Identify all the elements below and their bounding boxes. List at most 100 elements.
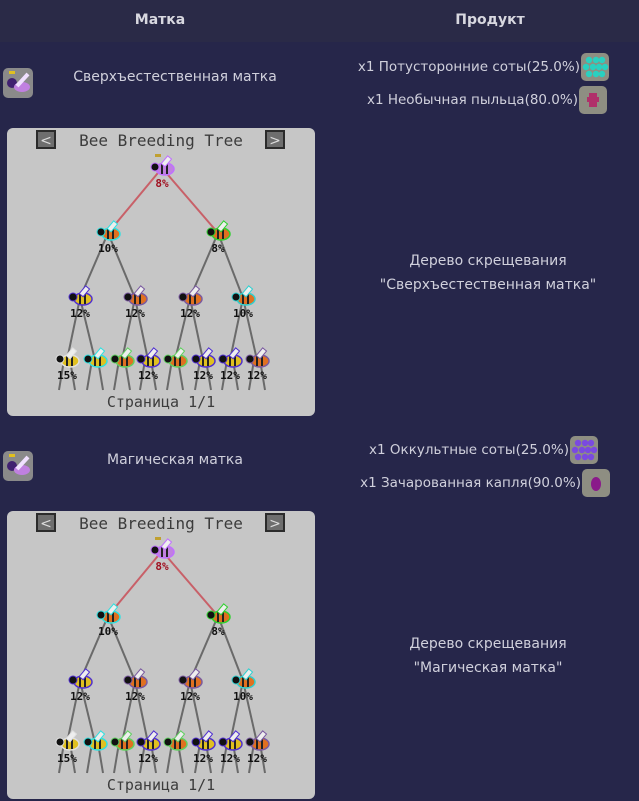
bee-node-icon[interactable] (150, 154, 175, 176)
tree-edge (161, 167, 219, 234)
breeding-tree-graph: 8%10%8%12%12%12%10%15%12%12%12%12% (55, 154, 270, 391)
bee-node-icon[interactable] (96, 220, 121, 241)
bee-node-icon[interactable] (136, 730, 161, 751)
bee-chance-label: 12% (180, 690, 200, 703)
tree-edge (229, 680, 244, 744)
page-indicator: Страница 1/1 (106, 393, 216, 411)
bee-node-icon[interactable] (218, 730, 243, 751)
bee-chance-label: 12% (193, 369, 213, 382)
bee-chance-label: 10% (98, 625, 118, 638)
bee-chance-label: 12% (220, 752, 240, 765)
bee-node-icon[interactable] (68, 285, 93, 306)
tree-description-line1: Дерево скрещевания (409, 636, 567, 652)
bee-node-icon[interactable] (123, 668, 148, 689)
bee-node-icon[interactable] (136, 347, 161, 368)
table-header: Матка Продукт (0, 0, 639, 42)
tree-edge (107, 615, 136, 682)
bee-node-icon[interactable] (206, 603, 231, 624)
bee-chance-label: 12% (220, 369, 240, 382)
bee-chance-label: 12% (138, 752, 158, 765)
tree-edge (134, 297, 149, 361)
bee-node-icon[interactable] (163, 730, 188, 751)
pollen-icon[interactable] (579, 86, 607, 114)
tree-edge (66, 297, 81, 361)
product-item: x1 Необычная пыльца(80.0%) (366, 92, 578, 108)
bee-node-icon[interactable] (83, 730, 108, 751)
breeding-tree-panel: 8%10%8%12%12%12%10%15%12%12%12%12% < Bee… (7, 128, 315, 416)
tree-edge (174, 680, 191, 744)
tree-edge (121, 680, 136, 744)
product-line: x1 Оккультные соты(25.0%) (369, 436, 598, 464)
bee-node-icon[interactable] (110, 347, 135, 368)
product-item: x1 Зачарованная капля(90.0%) (360, 475, 581, 491)
tree-edge (79, 297, 96, 361)
tree-edge (79, 680, 96, 744)
bee-node-icon[interactable] (245, 730, 270, 751)
bee-node-icon[interactable] (55, 730, 80, 751)
prev-page-button[interactable]: < (36, 130, 56, 149)
tree-title: Bee Breeding Tree (79, 131, 243, 150)
bee-chance-label: 12% (70, 307, 90, 320)
tree-edge (217, 615, 244, 682)
tree-description-line1: Дерево скрещевания (409, 253, 567, 269)
bee-chance-label: 12% (180, 307, 200, 320)
bee-chance-label: 10% (233, 307, 253, 320)
bee-chance-label: 12% (138, 369, 158, 382)
comb-icon[interactable] (581, 53, 609, 81)
bee-node-icon[interactable] (191, 730, 216, 751)
bee-node-icon[interactable] (231, 668, 256, 689)
bee-node-icon[interactable] (191, 347, 216, 368)
tree-edge (107, 167, 163, 234)
bee-chance-label: 12% (70, 690, 90, 703)
tree-edge (242, 297, 258, 361)
bee-chance-label: 15% (57, 369, 77, 382)
bee-chance-label: 8% (155, 560, 169, 573)
bee-chance-label: 12% (247, 752, 267, 765)
breeding-tree-panel: 8%10%8%12%12%12%10%15%12%12%12%12% < Bee… (7, 511, 315, 799)
product-line: x1 Потусторонние соты(25.0%) (358, 53, 609, 81)
tree-edge (161, 550, 219, 617)
queen-icon[interactable] (3, 68, 33, 98)
bee-node-icon[interactable] (110, 730, 135, 751)
bee-node-icon[interactable] (96, 603, 121, 624)
tree-edge (189, 680, 204, 744)
queen-icon[interactable] (3, 451, 33, 481)
bee-node-icon[interactable] (206, 220, 231, 241)
tree-edge (189, 297, 204, 361)
bee-chance-label: 12% (193, 752, 213, 765)
header-product: Продукт (455, 12, 525, 28)
bee-node-icon[interactable] (218, 347, 243, 368)
tree-edge (217, 232, 244, 299)
bee-chance-label: 12% (125, 307, 145, 320)
prev-page-button[interactable]: < (36, 513, 56, 532)
bee-node-icon[interactable] (83, 347, 108, 368)
queen-name[interactable]: Магическая матка (107, 452, 243, 468)
bee-node-icon[interactable] (123, 285, 148, 306)
bee-node-icon[interactable] (68, 668, 93, 689)
product-line: x1 Необычная пыльца(80.0%) (367, 86, 607, 114)
tree-edge (121, 297, 136, 361)
tree-description: Дерево скрещевания "Магическая матка" (409, 632, 566, 680)
bee-node-icon[interactable] (55, 347, 80, 368)
drop-icon[interactable] (582, 469, 610, 497)
next-page-button[interactable]: > (265, 130, 285, 149)
bee-chance-label: 10% (233, 690, 253, 703)
comb-icon[interactable] (570, 436, 598, 464)
tree-description-line2: "Магическая матка" (413, 660, 563, 676)
bee-chance-label: 8% (211, 625, 225, 638)
bee-chance-label: 15% (57, 752, 77, 765)
bee-chance-label: 8% (211, 242, 225, 255)
bee-node-icon[interactable] (178, 668, 203, 689)
bee-node-icon[interactable] (245, 347, 270, 368)
product-item: x1 Оккультные соты(25.0%) (369, 442, 569, 458)
bee-node-icon[interactable] (150, 537, 175, 559)
bee-node-icon[interactable] (231, 285, 256, 306)
tree-edge (134, 680, 149, 744)
bee-node-icon[interactable] (178, 285, 203, 306)
page-indicator: Страница 1/1 (106, 776, 216, 794)
bee-node-icon[interactable] (163, 347, 188, 368)
product-line: x1 Зачарованная капля(90.0%) (360, 469, 610, 497)
queen-name[interactable]: Сверхъестественная матка (73, 69, 277, 85)
next-page-button[interactable]: > (265, 513, 285, 532)
tree-edge (229, 297, 244, 361)
